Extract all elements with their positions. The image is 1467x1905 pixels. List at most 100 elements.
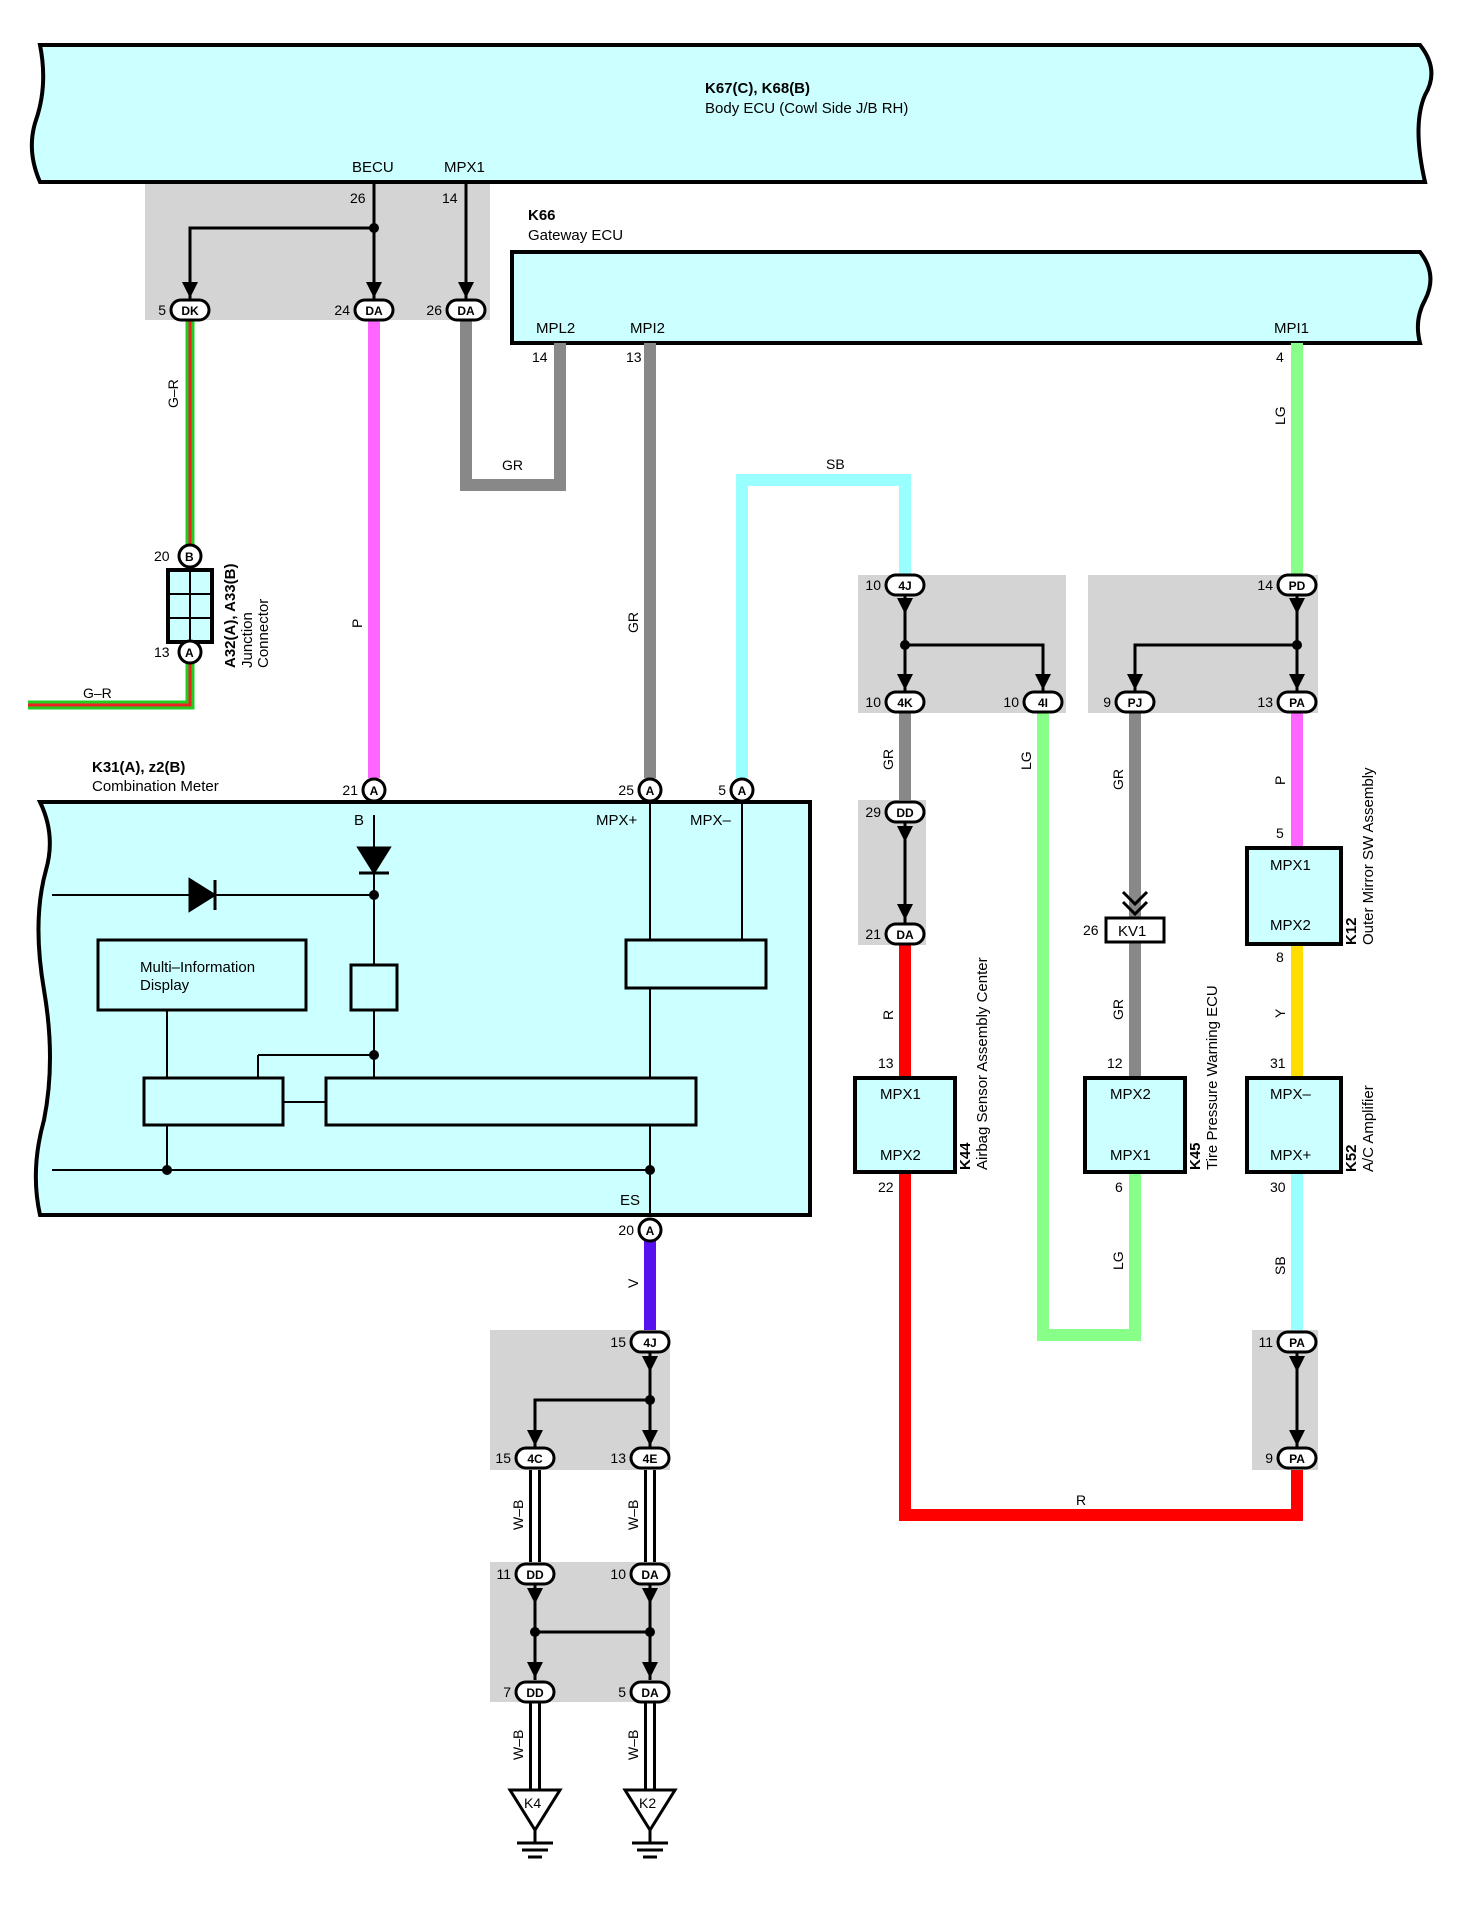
connector-code: PA <box>1289 696 1305 710</box>
connector-pin-number: 21 <box>865 926 881 942</box>
connector-pin-number: 7 <box>503 1684 511 1700</box>
k45-pin2: MPX1 <box>1110 1147 1151 1164</box>
connector-code: DA <box>896 928 914 942</box>
connector-code: 4C <box>527 1452 543 1466</box>
k52-pin2-no: 30 <box>1270 1179 1286 1195</box>
splice-area-dd-da <box>858 800 926 945</box>
connector-da-26: DA 26 <box>426 298 487 322</box>
connector-a-20: A 20 <box>618 1217 663 1243</box>
body-ecu-pin-no-mpx1: 14 <box>442 190 458 206</box>
gateway-ecu-pin-mpl2: MPL2 <box>536 320 575 337</box>
mid-display-label-1: Multi–Information <box>140 959 255 976</box>
connector-code: DD <box>526 1686 544 1700</box>
wire-label-gr-kv1: GR <box>1110 999 1126 1020</box>
k45-pin2-no: 6 <box>1115 1179 1123 1195</box>
meter-pin-mpxm: MPX– <box>690 812 732 829</box>
junction-conn-b: B <box>185 550 194 564</box>
connector-code: DA <box>457 304 475 318</box>
combination-meter-name: Combination Meter <box>92 778 219 795</box>
connector-code: A <box>738 784 747 798</box>
wire-label-lg-k45: LG <box>1110 1251 1126 1270</box>
wire-label-wb-2: W–B <box>625 1500 641 1530</box>
wire-label-r-bottom: R <box>1076 1492 1086 1508</box>
connector-code: PA <box>1289 1336 1305 1350</box>
ground-k4-label: K4 <box>524 1795 541 1811</box>
connector-da-5: DA5 <box>618 1680 671 1704</box>
connector-4i-10: 4I 10 <box>1003 690 1064 714</box>
k45-pin1-no: 12 <box>1107 1055 1123 1071</box>
wire-label-y-k12: Y <box>1272 1008 1288 1018</box>
gateway-pin-no-mpl2: 14 <box>532 349 548 365</box>
gateway-ecu-pin-mpi1: MPI1 <box>1274 320 1309 337</box>
connector-pin-number: 15 <box>495 1450 511 1466</box>
k44-pin2-no: 22 <box>878 1179 894 1195</box>
gateway-ecu-name: Gateway ECU <box>528 227 623 244</box>
k52-pin2: MPX+ <box>1270 1147 1312 1164</box>
body-ecu-pin-becu: BECU <box>352 159 394 176</box>
kv1-pin: 26 <box>1083 922 1099 938</box>
junction-connector <box>166 543 214 665</box>
connector-pin-number: 11 <box>1258 1334 1273 1350</box>
body-ecu-pin-no-becu: 26 <box>350 190 366 206</box>
connector-pin-number: 13 <box>1257 694 1273 710</box>
diode-b-icon <box>356 846 392 875</box>
meter-pin-mpxp: MPX+ <box>596 812 638 829</box>
wire-label-gr-left: G–R <box>83 685 112 701</box>
wire-label-lg-4i: LG <box>1018 751 1034 770</box>
k45-name: Tire Pressure Warning ECU <box>1204 985 1221 1170</box>
connector-pin-number: 9 <box>1103 694 1111 710</box>
kv1-arrow-icon <box>1121 890 1149 917</box>
k52-pin1-no: 31 <box>1270 1055 1286 1071</box>
meter-pin-b: B <box>354 812 364 829</box>
connector-pin-number: 20 <box>618 1222 634 1238</box>
connector-pin-number: 10 <box>865 577 881 593</box>
connector-code: A <box>646 1224 655 1238</box>
k12-pin2: MPX2 <box>1270 917 1311 934</box>
connector-code: 4J <box>643 1336 656 1350</box>
connector-pin-number: 5 <box>718 782 726 798</box>
connector-pin-number: 21 <box>342 782 358 798</box>
gateway-pin-no-mpi1: 4 <box>1276 349 1284 365</box>
connector-code: A <box>370 784 379 798</box>
k52-box <box>1245 1076 1343 1174</box>
k12-pin1-no: 5 <box>1276 825 1284 841</box>
connector-pin-number: 10 <box>1003 694 1019 710</box>
body-ecu-box <box>29 43 1434 184</box>
wire-label-lg-mpi1: LG <box>1272 406 1288 425</box>
connector-code: 4I <box>1038 696 1048 710</box>
connector-pin-number: 26 <box>426 302 442 318</box>
meter-left-block <box>142 1076 285 1127</box>
wire-label-gr-pj: GR <box>1110 769 1126 790</box>
connector-pin-number: 11 <box>496 1566 511 1582</box>
wire-label-p-pa: P <box>1272 776 1288 785</box>
junction-conn-a: A <box>185 646 194 660</box>
connector-code: DD <box>526 1568 544 1582</box>
diode-left-icon <box>188 877 217 913</box>
connector-pin-number: 24 <box>334 302 350 318</box>
connector-code: 4E <box>643 1452 658 1466</box>
mid-display-label-2: Display <box>140 977 190 994</box>
wire-label-sb-k52: SB <box>1272 1256 1288 1275</box>
gateway-ecu-code: K66 <box>528 207 556 224</box>
junction-pin-b: 20 <box>154 548 170 564</box>
k44-name: Airbag Sensor Assembly Center <box>974 957 991 1170</box>
connector-code: DD <box>896 806 914 820</box>
connector-code: 4J <box>898 579 911 593</box>
connector-4c-15: 4C 15 <box>495 1446 556 1470</box>
k44-code: K44 <box>957 1142 974 1170</box>
k44-box <box>853 1076 957 1174</box>
wire-label-gr-4k: GR <box>880 749 896 770</box>
connector-code: DA <box>641 1568 659 1582</box>
connector-dd-11: DD 11 <box>496 1562 556 1586</box>
junction-code: A32(A), A33(B) <box>222 564 239 668</box>
meter-mpx-block <box>624 938 768 990</box>
ground-k2 <box>622 1788 678 1859</box>
meter-small-block <box>349 963 399 1012</box>
connector-code: PJ <box>1128 696 1143 710</box>
k45-code: K45 <box>1187 1142 1204 1170</box>
wire-label-wb-3: W–B <box>510 1730 526 1760</box>
